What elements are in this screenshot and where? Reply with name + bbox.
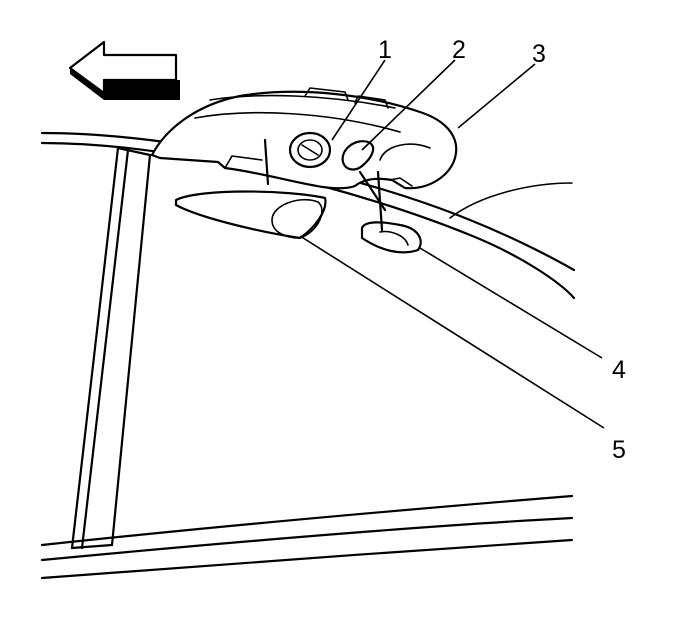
door-sill-lines xyxy=(40,494,574,580)
callout-leaders xyxy=(299,59,605,429)
alignment-guide-lines xyxy=(263,138,270,186)
clip-screw xyxy=(288,131,332,169)
window-pillar xyxy=(70,146,152,550)
headliner-roof-lines xyxy=(40,131,576,300)
retainer-latch xyxy=(358,170,422,254)
clip-slot xyxy=(341,140,375,171)
forward-direction-arrow xyxy=(68,40,180,100)
callout-number-5: 5 xyxy=(612,436,626,464)
headliner-trim-opening xyxy=(174,190,327,240)
callout-number-1: 1 xyxy=(378,36,392,64)
callout-number-4: 4 xyxy=(612,356,626,384)
callout-number-2: 2 xyxy=(452,36,466,64)
callout-number-3: 3 xyxy=(532,40,546,68)
